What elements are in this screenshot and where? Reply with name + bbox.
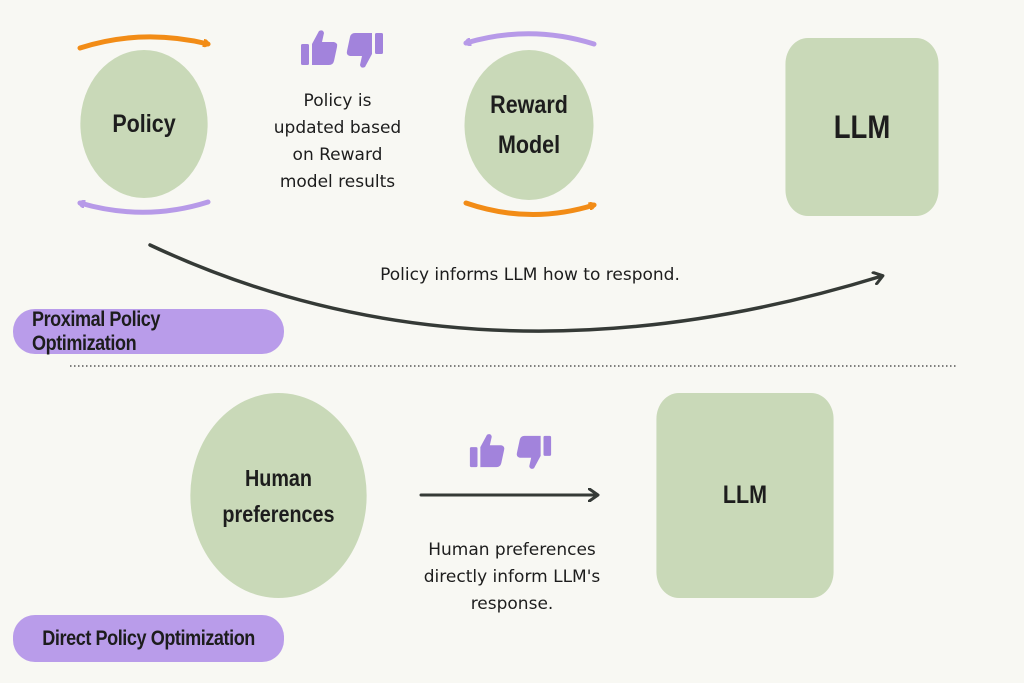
dpo-title: Direct Policy Optimization	[42, 626, 255, 650]
ppo-feedback-caption: Policy is updated based on Reward model …	[273, 91, 402, 192]
dpo-llm-label: LLM	[722, 481, 768, 509]
dpo-caption: Human preferences directly inform LLM's …	[423, 540, 601, 614]
ppo-inform-caption: Policy informs LLM how to respond.	[380, 265, 680, 285]
human-preferences-node: Human preferences	[190, 393, 367, 598]
ppo-llm-label: LLM	[833, 108, 891, 145]
policy-to-llm-arrow	[148, 243, 882, 333]
ppo-title-pill: Proximal Policy Optimization	[13, 307, 284, 355]
reward-model-label: Reward Model	[490, 91, 568, 159]
thumbs-down-icon	[346, 33, 383, 68]
thumbs-up-icon	[301, 30, 338, 65]
reward-bottom-arrow	[463, 200, 597, 217]
dpo-title-pill: Direct Policy Optimization	[13, 615, 284, 662]
policy-node: Policy	[80, 50, 208, 198]
human-preferences-label: Human preferences	[222, 464, 335, 527]
thumbs-up-icon	[469, 434, 505, 468]
ppo-llm-node: LLM	[785, 38, 939, 216]
policy-bottom-arrow	[77, 202, 211, 215]
policy-label: Policy	[112, 109, 176, 138]
reward-top-arrow	[463, 31, 597, 44]
thumbs-down-icon	[516, 435, 552, 469]
dpo-llm-node: LLM	[656, 393, 834, 598]
policy-top-arrow	[77, 34, 211, 51]
reward-model-node: Reward Model	[464, 50, 594, 200]
ppo-title: Proximal Policy Optimization	[31, 307, 161, 355]
